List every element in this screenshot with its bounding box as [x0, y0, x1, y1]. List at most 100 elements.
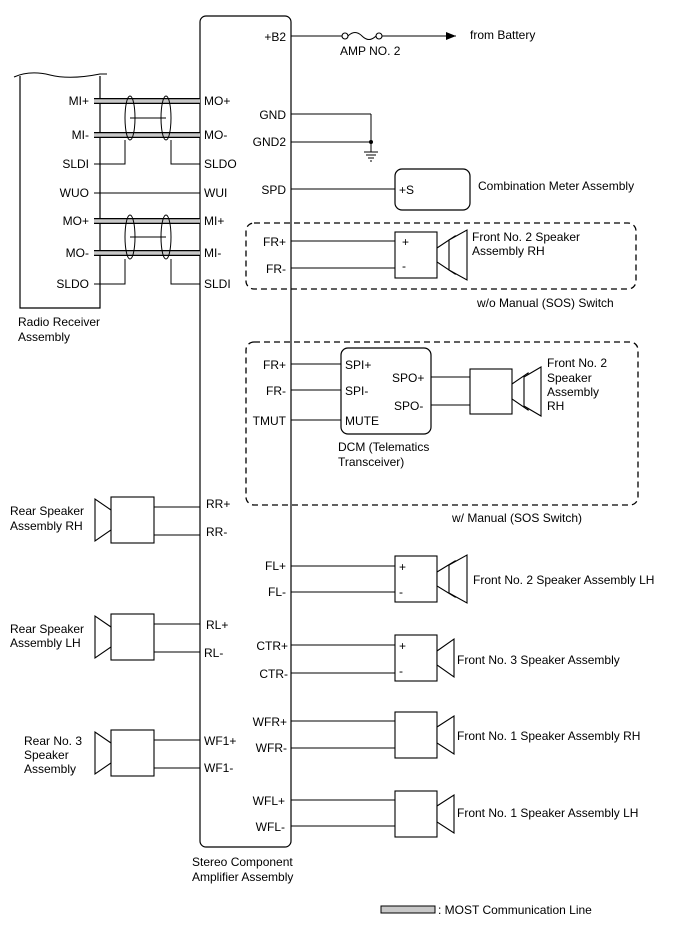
speaker-label: Front No. 3 Speaker Assembly [457, 653, 620, 667]
combination-meter-body [394, 168, 471, 211]
speaker-label: Front No. 2 [547, 356, 607, 370]
pin-label: SPD [261, 183, 286, 197]
pin-label: CTR+ [256, 639, 288, 653]
pin-label: SLDI [62, 157, 89, 171]
pin-label: MI+ [204, 214, 224, 228]
speaker-icon [394, 711, 455, 759]
speaker-label: Front No. 2 Speaker [472, 230, 580, 244]
speaker-label: Assembly [24, 762, 76, 776]
fuse-label: AMP NO. 2 [340, 44, 401, 58]
pin-label: WFL- [256, 820, 285, 834]
speaker-pin-label: + [399, 560, 406, 574]
pin-label: SLDO [56, 277, 89, 291]
dcm-label: DCM (Telematics [338, 440, 429, 454]
speaker-icon [94, 613, 155, 661]
speaker-icon [394, 634, 455, 682]
pin-label: WF1+ [204, 734, 236, 748]
speaker-pin-label: + [402, 235, 409, 249]
pin-label: MO+ [204, 94, 230, 108]
speaker-pin-label: - [399, 585, 403, 599]
dcm-label: Transceiver) [338, 455, 404, 469]
speaker-icon [469, 366, 542, 417]
speaker-label: Front No. 1 Speaker Assembly LH [457, 806, 638, 820]
speaker-label: Speaker [547, 371, 592, 385]
arrow-icon [446, 32, 456, 40]
pin-label: CTR- [259, 667, 288, 681]
shield-drain-wire [94, 140, 126, 165]
region-label: w/o Manual (SOS) Switch [476, 296, 614, 310]
most-line [94, 218, 200, 256]
pin-label: WUO [60, 186, 89, 200]
speaker-label: Rear No. 3 [24, 734, 82, 748]
meter-pin-label: +S [399, 183, 414, 197]
speaker-pin-label: + [399, 639, 406, 653]
pin-label: WF1- [204, 761, 233, 775]
pin-label: +B2 [264, 30, 286, 44]
pin-label: MI- [204, 246, 221, 260]
ground-icon [364, 151, 378, 162]
speaker-label: Assembly RH [472, 244, 545, 258]
speaker-icon [394, 229, 468, 281]
pin-label: FR+ [263, 358, 286, 372]
region-w-sos [245, 341, 639, 506]
region-wo-sos [245, 222, 637, 290]
battery-label: from Battery [470, 28, 535, 42]
pin-label: WFR+ [253, 715, 287, 729]
pin-label: RR- [206, 525, 227, 539]
speaker-pin-label: - [402, 259, 406, 273]
speaker-label: Assembly LH [10, 636, 81, 650]
pin-label: WFR- [256, 741, 287, 755]
dcm-body [340, 347, 432, 435]
speaker-label: Rear Speaker [10, 622, 84, 636]
shield-drain-wire [170, 140, 200, 165]
pin-label: MI- [72, 128, 89, 142]
speaker-icon [394, 554, 468, 604]
pin-label: SLDO [204, 157, 237, 171]
junction-dot [369, 140, 373, 144]
pin-label: FR+ [263, 235, 286, 249]
speaker-pin-label: - [399, 664, 403, 678]
dcm-pin-label: SPI- [345, 384, 368, 398]
region-label: w/ Manual (SOS Switch) [451, 511, 582, 525]
amplifier-label: Stereo Component [192, 855, 293, 869]
speaker-label: Front No. 2 Speaker Assembly LH [473, 573, 654, 587]
speaker-label: Assembly [547, 385, 599, 399]
most-line [94, 98, 200, 138]
fuse-icon [347, 32, 377, 40]
speaker-label: Rear Speaker [10, 504, 84, 518]
pin-label: WUI [204, 186, 227, 200]
pin-label: MO- [66, 246, 89, 260]
dcm-pin-label: SPI+ [345, 358, 371, 372]
speaker-icon [394, 790, 455, 838]
dcm-pin-label: SPO- [394, 399, 423, 413]
pin-label: GND [259, 108, 286, 122]
radio-receiver-break-line [13, 72, 107, 78]
pin-label: SLDI [204, 277, 231, 291]
pin-label: FL+ [265, 559, 286, 573]
speaker-icon [94, 729, 155, 777]
pin-label: GND2 [253, 135, 287, 149]
radio-receiver-body [19, 76, 101, 309]
pin-label: FR- [266, 262, 286, 276]
most-line-legend-icon [380, 905, 436, 914]
legend-label: : MOST Communication Line [438, 903, 592, 917]
fuse-terminal [375, 32, 383, 40]
radio-receiver-label: Radio Receiver [18, 315, 100, 329]
pin-label: MO- [204, 128, 227, 142]
pin-label: RR+ [206, 497, 230, 511]
pin-label: MI+ [69, 94, 89, 108]
amplifier-label: Amplifier Assembly [192, 870, 293, 884]
pin-label: FL- [268, 585, 286, 599]
pin-label: RL- [204, 646, 223, 660]
dcm-pin-label: SPO+ [392, 371, 424, 385]
fuse-terminal [341, 32, 349, 40]
speaker-label: RH [547, 399, 564, 413]
combination-meter-label: Combination Meter Assembly [478, 179, 634, 193]
shield-drain-wire [94, 259, 126, 285]
speaker-icon [94, 496, 155, 544]
dcm-pin-label: MUTE [345, 414, 379, 428]
speaker-label: Front No. 1 Speaker Assembly RH [457, 729, 640, 743]
speaker-label: Assembly RH [10, 519, 83, 533]
shield-drain-wire [170, 259, 200, 285]
